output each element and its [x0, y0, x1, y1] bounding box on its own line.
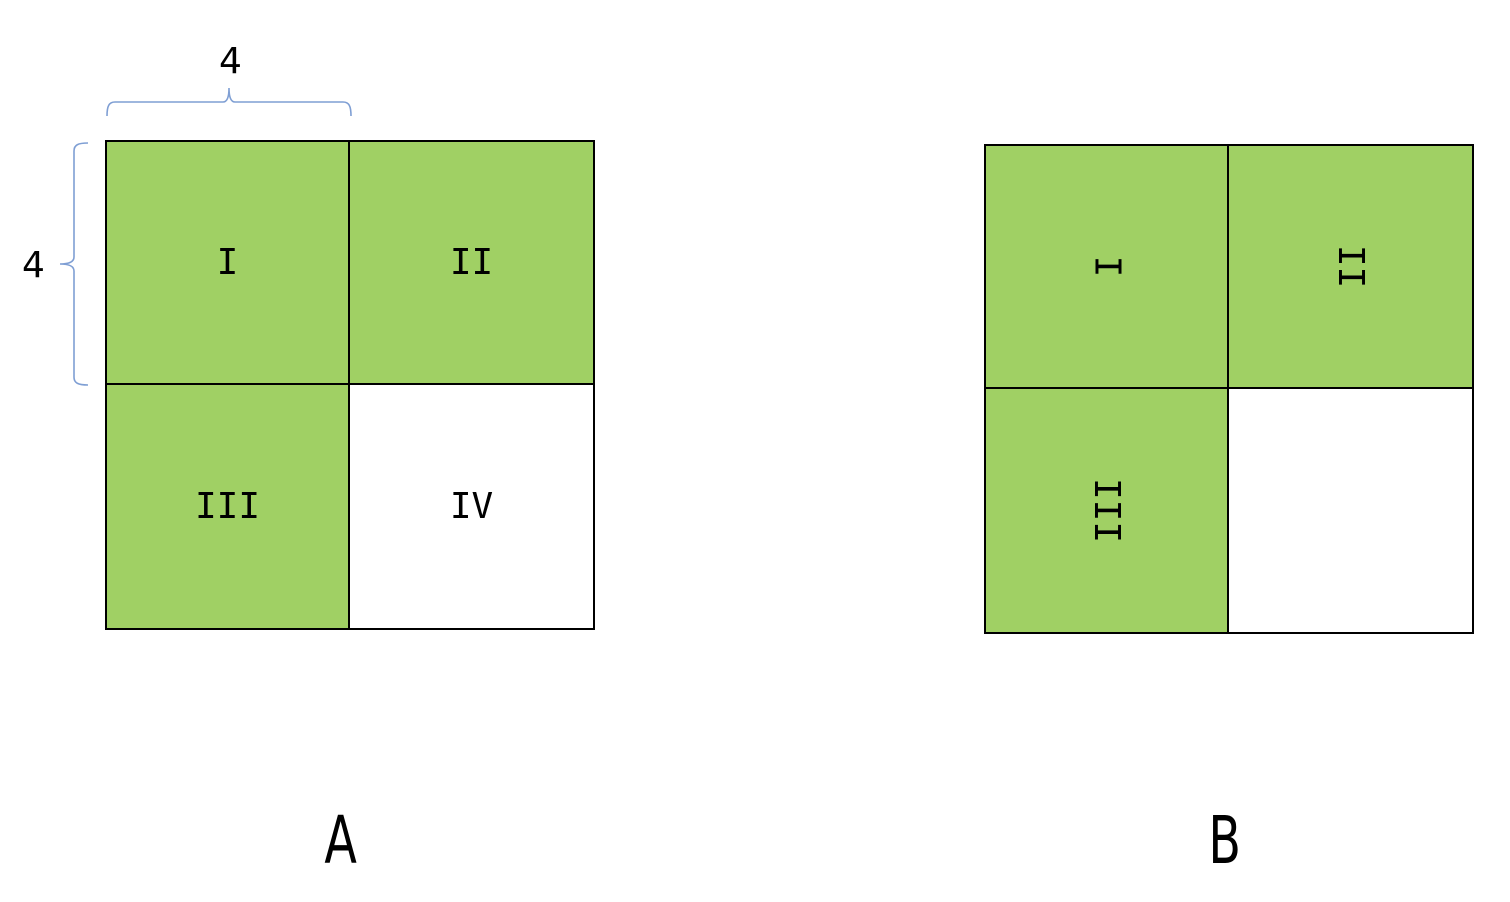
brace-left-icon	[59, 142, 89, 386]
square-b: I II III	[984, 144, 1474, 634]
square-b-cell-ii: II	[1229, 146, 1472, 389]
cell-label: IV	[449, 486, 494, 527]
brace-top-icon	[106, 87, 352, 117]
cell-label-rotated: I	[1086, 255, 1127, 278]
square-b-cell-iii: III	[986, 389, 1229, 632]
caption-b: B	[1208, 802, 1241, 879]
cell-label-rotated: II	[1329, 244, 1371, 289]
square-a-cell-iii: III	[107, 385, 350, 628]
square-b-cell-iv	[1229, 389, 1472, 632]
square-b-cell-i: I	[986, 146, 1229, 389]
square-a: I II III IV	[105, 140, 595, 630]
square-a-cell-i: I	[107, 142, 350, 385]
square-a-cell-iv: IV	[350, 385, 593, 628]
cell-label: III	[194, 486, 261, 527]
cell-label: I	[216, 242, 239, 283]
caption-a: A	[324, 802, 357, 879]
dimension-label-left: 4	[22, 245, 45, 286]
square-a-cell-ii: II	[350, 142, 593, 385]
cell-label-rotated: III	[1086, 477, 1127, 544]
cell-label: II	[449, 242, 494, 283]
dimension-label-top: 4	[219, 41, 242, 82]
